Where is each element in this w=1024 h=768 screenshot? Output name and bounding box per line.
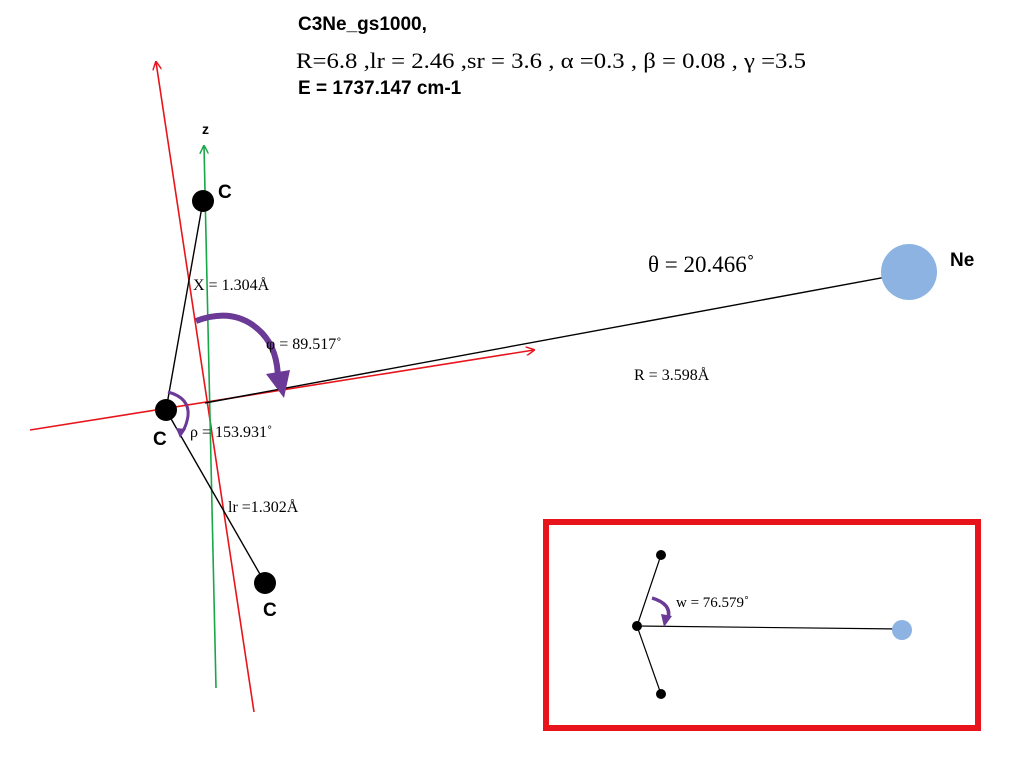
tilted-axis-red <box>156 62 255 713</box>
carbon-label-center: C <box>153 429 167 450</box>
inset-w-arrowhead <box>661 614 672 627</box>
carbon-atom-center <box>155 399 177 421</box>
carbon-label-bottom: C <box>263 600 277 621</box>
bond-top <box>165 200 204 411</box>
x-distance-label: X = 1.304Å <box>193 276 270 294</box>
inset-box <box>543 519 981 731</box>
phi-label: φ = 89.517˚ <box>266 336 342 353</box>
phi-angle-arc <box>194 312 281 381</box>
inset-w-label: w = 76.579˚ <box>676 595 749 611</box>
inset-bond-to-neon <box>636 625 902 630</box>
rho-arrowhead <box>176 428 186 438</box>
z-axis <box>204 146 217 689</box>
carbon-atom-bottom <box>254 572 276 594</box>
r-distance-label: R = 3.598Å <box>634 366 710 384</box>
inset-bond-top <box>636 554 662 627</box>
theta-label: θ = 20.466˚ <box>648 252 754 277</box>
z-axis-label: z <box>202 121 209 137</box>
neon-atom <box>881 244 937 300</box>
header-title: C3Ne_gs1000, <box>298 14 427 35</box>
header-energy: E = 1737.147 cm-1 <box>298 78 462 99</box>
inset-carbon-center <box>632 621 642 631</box>
carbon-label-top: C <box>218 182 232 203</box>
inset-carbon-top <box>656 550 666 560</box>
inset-neon-atom <box>892 620 912 640</box>
bond-to-neon <box>204 272 909 404</box>
lr-distance-label: lr =1.302Å <box>228 498 299 516</box>
phi-arrowhead <box>266 370 290 398</box>
carbon-atom-top <box>192 190 214 212</box>
inset-bond-bottom <box>636 625 662 695</box>
inset-carbon-bottom <box>656 689 666 699</box>
rho-label: ρ = 153.931˚ <box>190 424 272 441</box>
header-parameters: R=6.8 ,lr = 2.46 ,sr = 3.6 , α =0.3 , β … <box>296 48 806 73</box>
bond-bottom <box>165 409 266 584</box>
neon-label: Ne <box>950 250 974 271</box>
